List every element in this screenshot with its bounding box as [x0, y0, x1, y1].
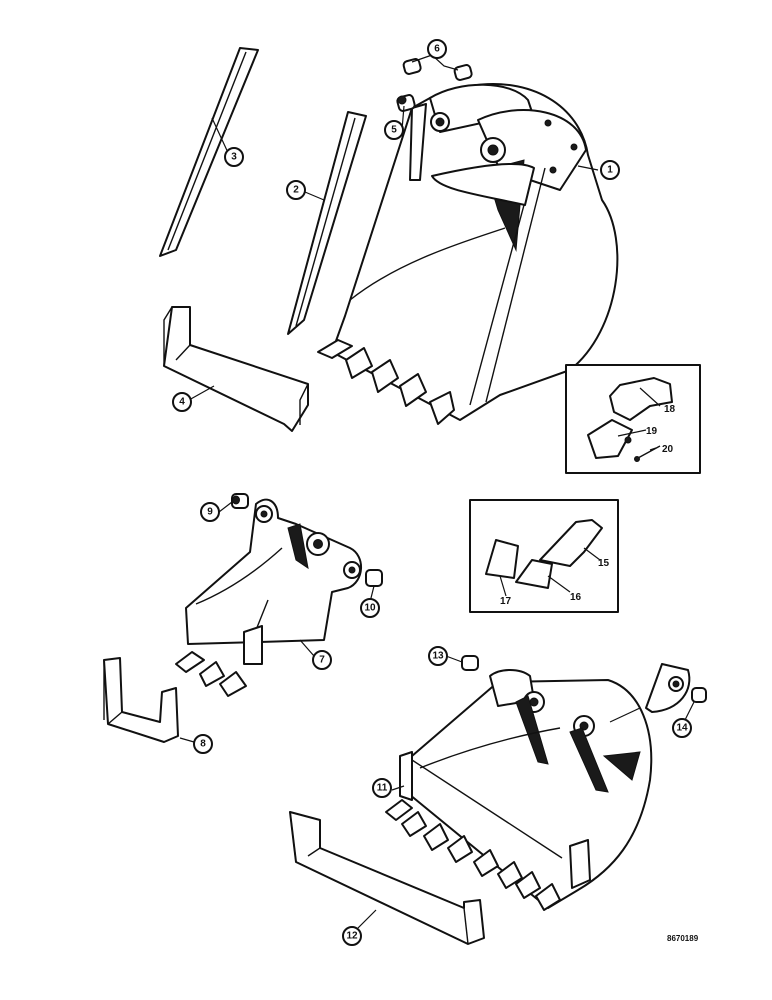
callout-6: 6: [427, 39, 447, 59]
side-cutter-blade-3: [159, 47, 259, 257]
svg-text:6: 6: [434, 44, 440, 55]
bucket-1: [317, 83, 619, 425]
callout-5: 5: [384, 120, 404, 140]
callout-10: 10: [360, 598, 380, 618]
callout-4: 4: [172, 392, 192, 412]
svg-text:11: 11: [377, 783, 388, 794]
svg-text:3: 3: [231, 152, 237, 163]
svg-text:10: 10: [364, 603, 376, 614]
callout-11: 11: [372, 778, 392, 798]
leader-lines: [179, 54, 695, 929]
callout-7: 7: [312, 650, 332, 670]
tooth-guard-8: [103, 657, 179, 743]
side-plate-14: [645, 663, 691, 713]
label-19: 19: [646, 426, 658, 437]
svg-text:5: 5: [391, 125, 397, 136]
callout-3: 3: [224, 147, 244, 167]
svg-text:4: 4: [179, 397, 185, 408]
callout-1: 1: [600, 160, 620, 180]
label-17: 17: [500, 596, 512, 607]
bushing-10: [365, 569, 383, 587]
label-15: 15: [598, 558, 610, 569]
label-18: 18: [664, 404, 676, 415]
svg-text:2: 2: [293, 185, 299, 196]
callout-8: 8: [193, 734, 213, 754]
side-cutter-blade-2: [287, 111, 367, 335]
callout-2: 2: [286, 180, 306, 200]
svg-text:12: 12: [346, 931, 358, 942]
svg-text:7: 7: [319, 655, 325, 666]
svg-text:8: 8: [200, 739, 206, 750]
tooth-guard-4: [163, 306, 309, 432]
inset-tooth-box-a: [565, 364, 701, 474]
callout-13: 13: [428, 646, 448, 666]
bushing-9: [231, 493, 249, 509]
svg-text:9: 9: [207, 507, 213, 518]
svg-text:14: 14: [676, 723, 688, 734]
tooth-guard-12: [289, 811, 485, 945]
callout-9: 9: [200, 502, 220, 522]
bucket-7: [175, 498, 362, 697]
label-20: 20: [662, 444, 674, 455]
inset-tooth-box-b: [469, 499, 619, 613]
svg-text:13: 13: [432, 651, 444, 662]
bucket-11: [385, 669, 653, 911]
callout-12: 12: [342, 926, 362, 946]
svg-text:1: 1: [607, 165, 613, 176]
bushing-13: [461, 655, 479, 671]
label-16: 16: [570, 592, 582, 603]
drawing-number: 8670189: [667, 934, 699, 943]
bushing-5: [396, 94, 416, 112]
callout-14: 14: [672, 718, 692, 738]
bushing-6-left: [402, 58, 422, 75]
bushing-14: [691, 687, 707, 703]
bushing-6-right: [453, 64, 473, 81]
